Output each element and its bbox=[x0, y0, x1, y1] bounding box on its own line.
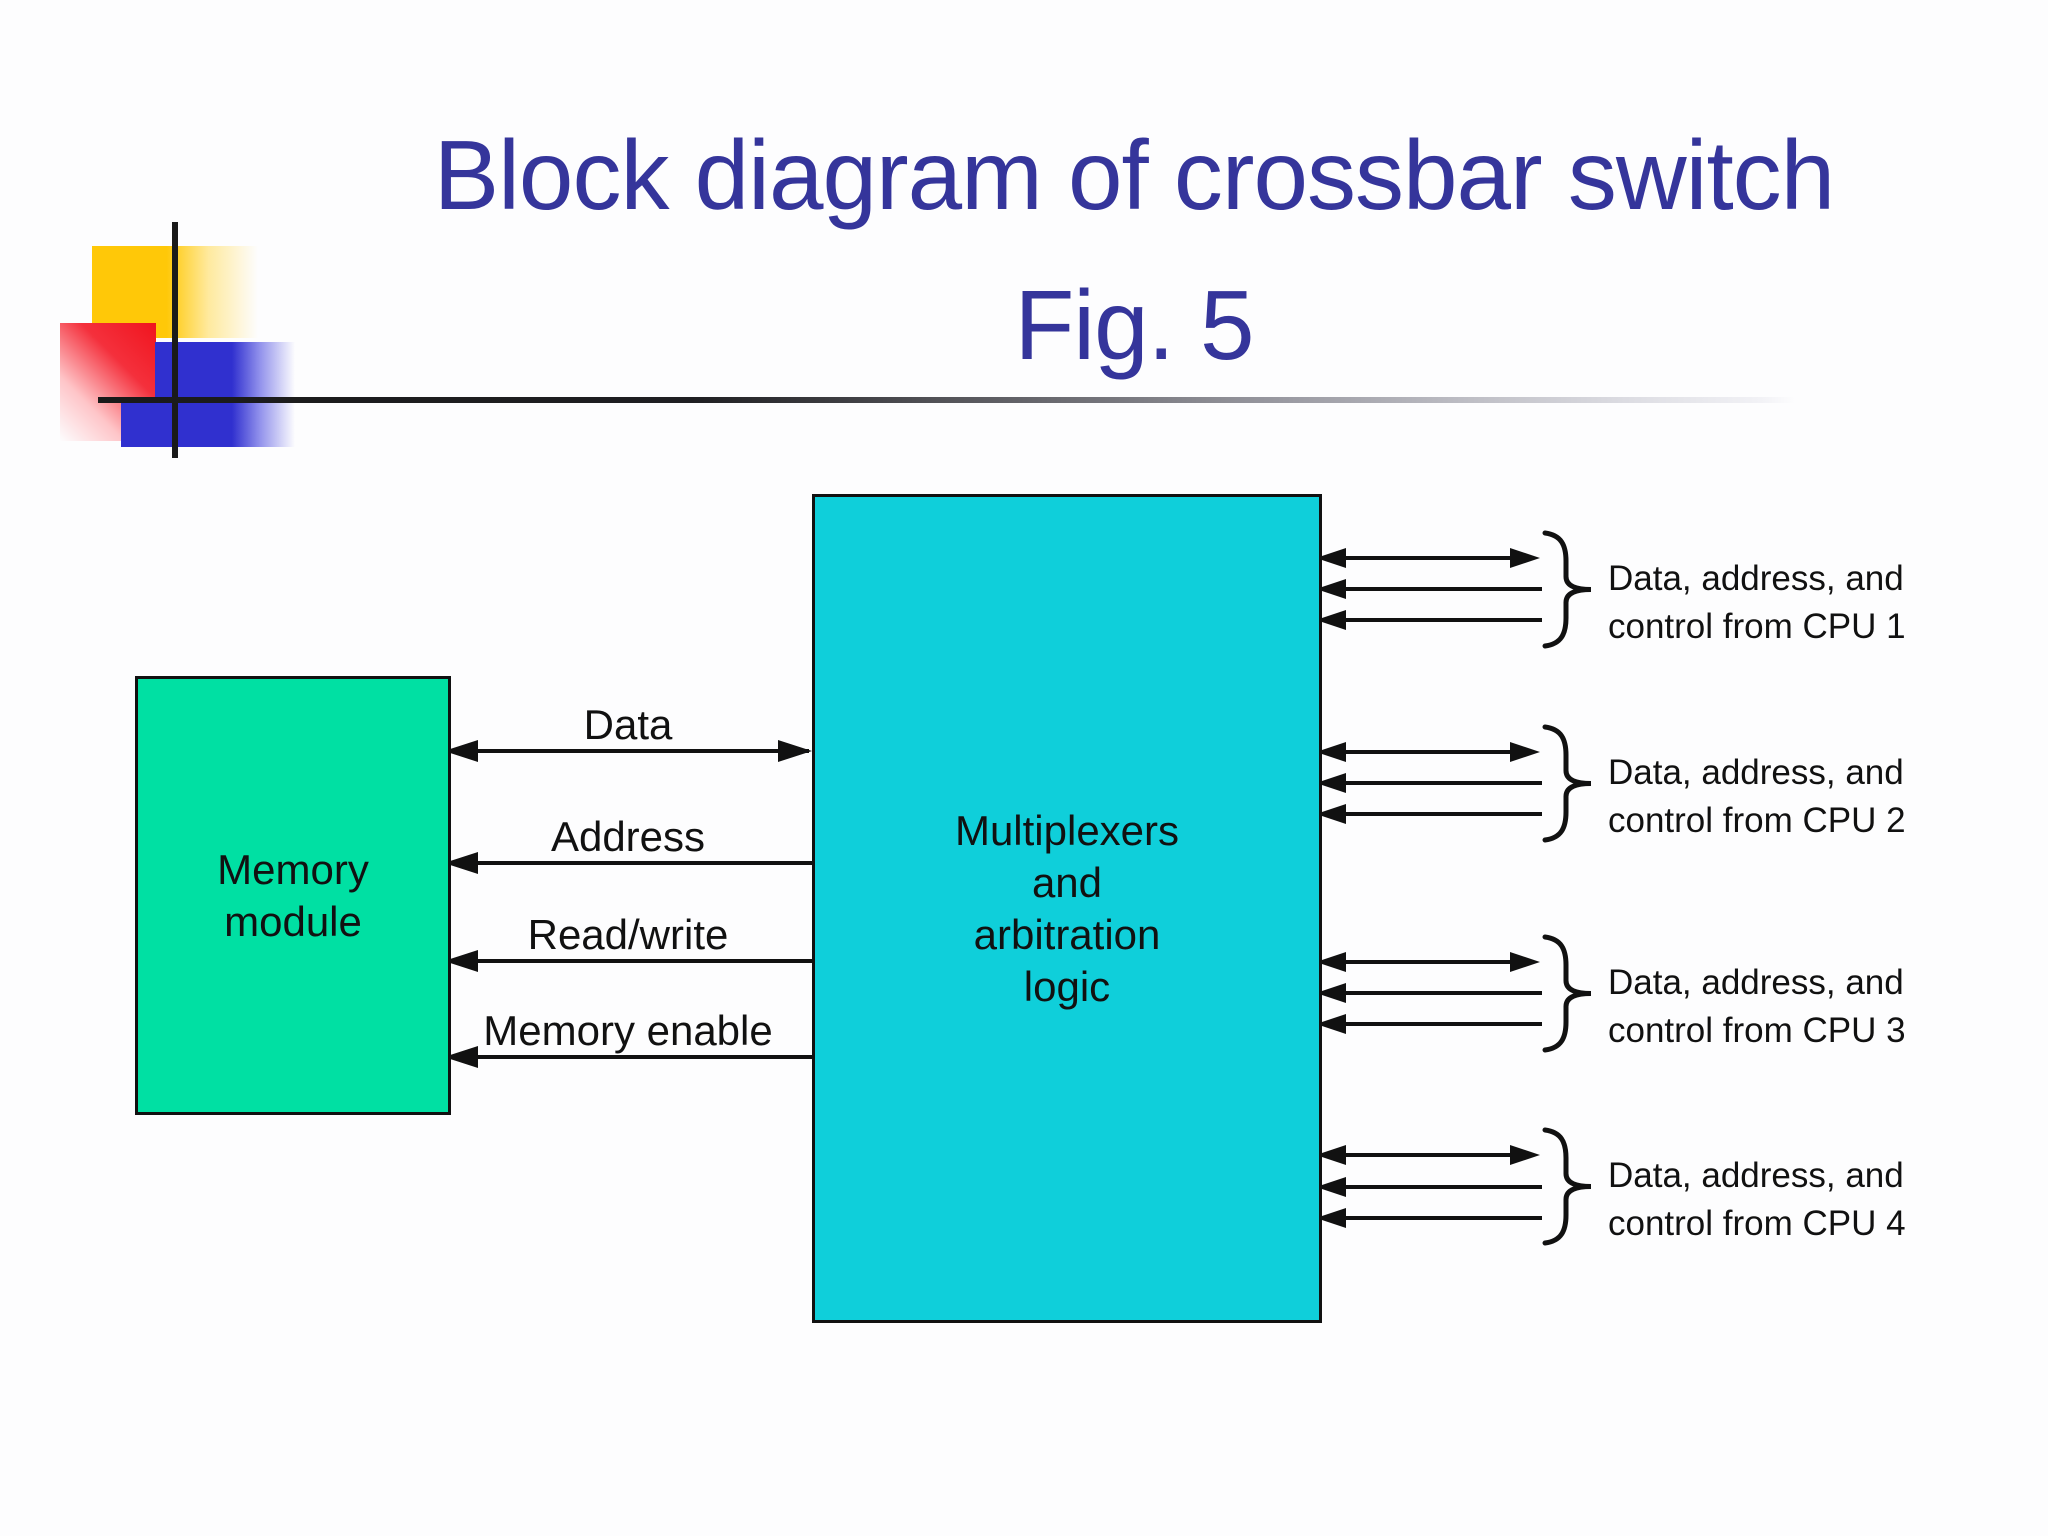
read-write-label: Read/write bbox=[527, 911, 729, 958]
cpu1-caption-line2: control from CPU 1 bbox=[1608, 607, 1906, 646]
read-write-arrow bbox=[444, 950, 814, 972]
page-title: Block diagram of crossbar switch Fig. 5 bbox=[225, 100, 2043, 400]
cpu2-caption: Data, address, and control from CPU 2 bbox=[1608, 749, 2028, 845]
memory-module-box: Memory module bbox=[135, 676, 451, 1115]
data-bus-label: Data bbox=[583, 701, 673, 748]
cpu4-caption: Data, address, and control from CPU 4 bbox=[1608, 1152, 2028, 1248]
title-divider-line bbox=[98, 397, 1795, 403]
cpu4-arrows bbox=[1316, 1145, 1542, 1228]
memory-enable-label: Memory enable bbox=[483, 1007, 773, 1054]
cpu2-arrows bbox=[1316, 742, 1542, 824]
cpu2-caption-line2: control from CPU 2 bbox=[1608, 801, 1906, 840]
memory-box-label-line1: Memory bbox=[217, 845, 369, 893]
cpu3-brace bbox=[1542, 934, 1592, 1053]
cpu4-caption-line1: Data, address, and bbox=[1608, 1156, 1904, 1195]
mux-box-label-line2: and bbox=[1031, 858, 1103, 906]
cpu1-caption: Data, address, and control from CPU 1 bbox=[1608, 555, 2028, 651]
cpu3-caption: Data, address, and control from CPU 3 bbox=[1608, 959, 2028, 1055]
address-bus-label: Address bbox=[550, 813, 706, 860]
cpu1-brace bbox=[1542, 530, 1592, 649]
title-line-2: Fig. 5 bbox=[1014, 270, 1254, 380]
title-line-1: Block diagram of crossbar switch bbox=[433, 120, 1835, 230]
cpu1-caption-line1: Data, address, and bbox=[1608, 559, 1904, 598]
cpu4-caption-line2: control from CPU 4 bbox=[1608, 1204, 1906, 1243]
cpu3-arrows bbox=[1316, 952, 1542, 1034]
mux-box-label-line4: logic bbox=[1023, 962, 1111, 1010]
cpu3-caption-line1: Data, address, and bbox=[1608, 963, 1904, 1002]
memory-box-label-line2: module bbox=[224, 897, 362, 945]
cpu2-brace bbox=[1542, 724, 1592, 843]
data-bus-arrow bbox=[444, 740, 812, 762]
mux-box-label-line3: arbitration bbox=[973, 910, 1161, 958]
memory-enable-arrow bbox=[444, 1046, 814, 1068]
cpu2-caption-line1: Data, address, and bbox=[1608, 753, 1904, 792]
decor-blue-square-lower bbox=[121, 402, 181, 447]
decor-vertical-line bbox=[172, 222, 178, 458]
cpu4-brace bbox=[1542, 1127, 1592, 1246]
multiplexer-arbitration-box: Multiplexers and arbitration logic bbox=[812, 494, 1322, 1323]
mux-box-label-line1: Multiplexers bbox=[954, 806, 1180, 854]
cpu1-arrows bbox=[1316, 548, 1542, 630]
cpu3-caption-line2: control from CPU 3 bbox=[1608, 1011, 1906, 1050]
address-bus-arrow bbox=[444, 852, 814, 874]
